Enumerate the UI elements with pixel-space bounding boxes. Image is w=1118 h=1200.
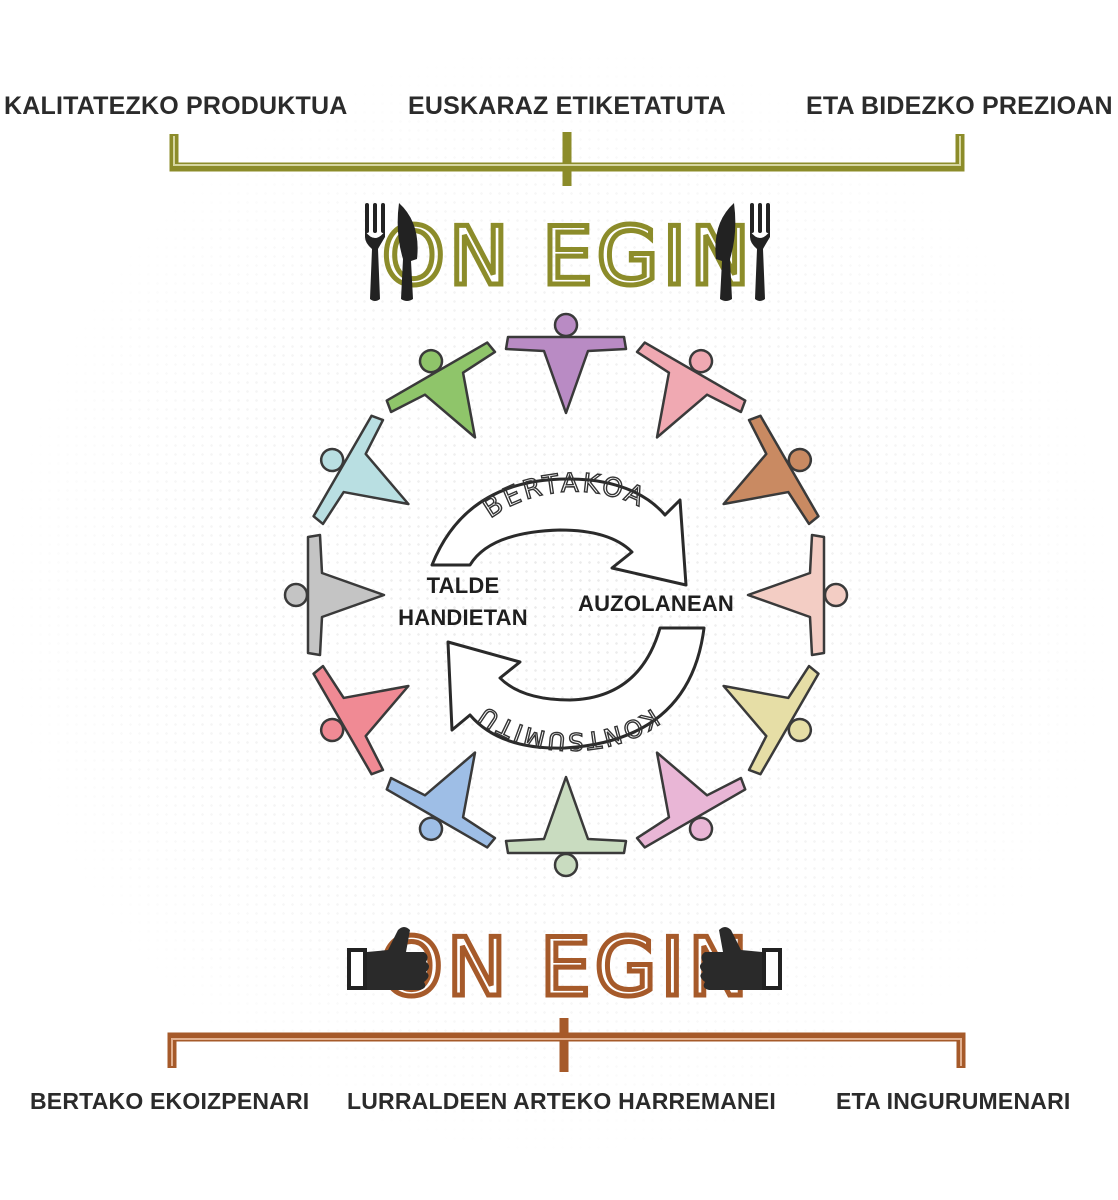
top-bracket-inner	[173, 136, 961, 166]
person-figure	[635, 341, 747, 439]
label-environment: ETA INGURUMENARI	[836, 1088, 1071, 1114]
person-figure	[746, 533, 849, 657]
person-figure	[312, 414, 410, 526]
label-large-groups: TALDE HANDIETAN	[388, 570, 538, 634]
top-title: ON EGIN	[382, 210, 754, 303]
person-figure	[635, 751, 747, 849]
fork-knife-icon	[365, 203, 418, 301]
fork-knife-icon	[715, 203, 770, 301]
arrow-top	[430, 477, 688, 587]
label-local-production: BERTAKO EKOIZPENARI	[30, 1088, 310, 1114]
bottom-bracket-inner	[171, 1038, 962, 1066]
people-ring	[283, 312, 849, 878]
label-auzolanean: AUZOLANEAN	[578, 591, 734, 616]
label-large-groups-line1: TALDE	[426, 573, 500, 598]
label-fair-price: ETA BIDEZKO PREZIOAN	[806, 92, 1113, 120]
thumbs-up-icon	[347, 927, 429, 990]
label-large-groups-line2: HANDIETAN	[398, 605, 528, 630]
person-figure	[385, 751, 497, 849]
person-figure	[283, 533, 386, 657]
label-basque-labelled: EUSKARAZ ETIKETATUTA	[408, 92, 726, 120]
arrow-bottom	[446, 626, 706, 750]
person-figure	[312, 664, 410, 776]
bottom-title: ON EGIN	[380, 921, 752, 1014]
top-bracket	[169, 132, 965, 186]
person-figure	[722, 414, 820, 526]
label-territory-relations: LURRALDEEN ARTEKO HARREMANEI	[347, 1088, 776, 1114]
person-figure	[385, 341, 497, 439]
label-quality-product: KALITATEZKO PRODUKTUA	[4, 92, 348, 120]
person-figure	[504, 312, 628, 415]
bottom-bracket	[167, 1018, 966, 1072]
cycle-arrows	[430, 477, 706, 750]
thumbs-up-icon	[700, 927, 782, 990]
person-figure	[504, 775, 628, 878]
person-figure	[722, 664, 820, 776]
